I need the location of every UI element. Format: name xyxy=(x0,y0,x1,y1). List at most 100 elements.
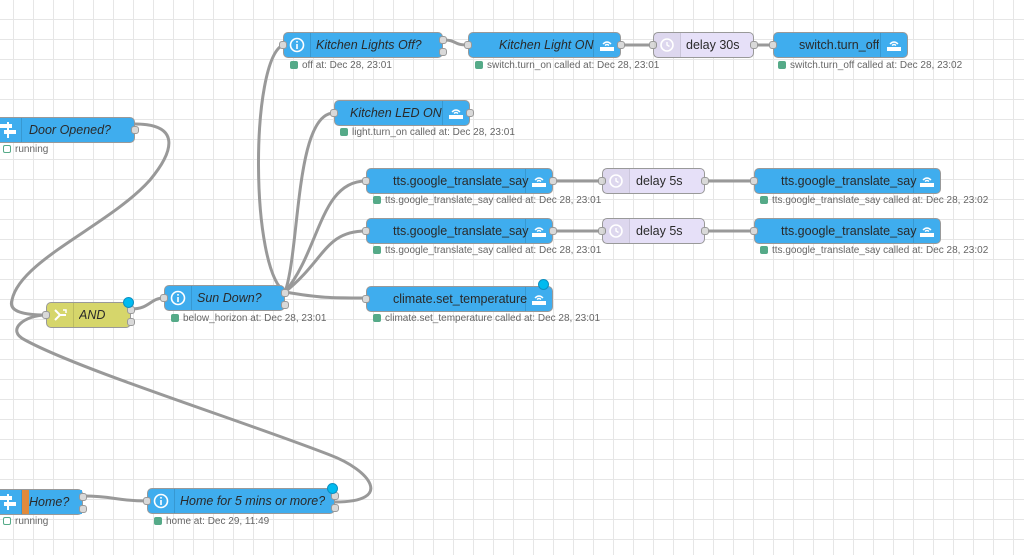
node-label: Home for 5 mins or more? xyxy=(180,494,326,508)
output-port-2[interactable] xyxy=(331,504,339,512)
node-label: tts.google_translate_say xyxy=(781,174,917,188)
tts-say-status-2: tts.google_translate_say called at: Dec … xyxy=(760,195,988,207)
switch-turn-off-node[interactable]: switch.turn_off xyxy=(769,32,908,58)
info-icon xyxy=(284,33,311,57)
kitchen-led-on-node[interactable]: Kitchen LED ON xyxy=(330,100,474,126)
input-port[interactable] xyxy=(362,227,370,235)
wifi-router-icon xyxy=(442,101,469,125)
output-port-1[interactable] xyxy=(79,493,87,501)
info-icon xyxy=(148,489,175,513)
timer-icon xyxy=(603,169,630,193)
output-port[interactable] xyxy=(549,177,557,185)
switch-icon xyxy=(47,303,74,327)
wifi-router-icon xyxy=(525,219,552,243)
wire-door-to-and xyxy=(9,122,171,317)
climate-set-temperature-node[interactable]: climate.set_temperature xyxy=(362,279,553,312)
wire-sundown-to-tts3 xyxy=(284,229,367,294)
node-label: Sun Down? xyxy=(197,291,262,305)
sun-down-node[interactable]: Sun Down? xyxy=(160,285,289,311)
input-port[interactable] xyxy=(143,497,151,505)
kitchen-light-on-status: switch.turn_on called at: Dec 28, 23:01 xyxy=(475,60,659,72)
output-port[interactable] xyxy=(549,227,557,235)
node-label: switch.turn_off xyxy=(799,38,880,52)
node-label: delay 5s xyxy=(636,224,683,238)
input-port[interactable] xyxy=(160,294,168,302)
node-label: Kitchen Lights Off? xyxy=(316,38,422,52)
wifi-router-icon xyxy=(593,33,620,57)
node-label: Home? xyxy=(29,490,82,514)
node-label: Kitchen LED ON xyxy=(350,106,442,120)
output-port[interactable] xyxy=(701,177,709,185)
wire-home5-to-and xyxy=(15,313,373,504)
input-port[interactable] xyxy=(362,295,370,303)
changed-indicator xyxy=(123,297,134,308)
output-port[interactable] xyxy=(617,41,625,49)
switch-turn-off-status: switch.turn_off called at: Dec 28, 23:02 xyxy=(778,60,962,72)
output-port-2[interactable] xyxy=(439,48,447,56)
tts-say-node-2[interactable]: tts.google_translate_say xyxy=(750,168,941,194)
node-label: Door Opened? xyxy=(29,123,112,137)
delay-5s-node-2[interactable]: delay 5s xyxy=(598,218,709,244)
door-opened-node[interactable]: Door Opened? xyxy=(0,117,139,143)
tts-say-status-4: tts.google_translate_say called at: Dec … xyxy=(760,245,988,257)
tts-say-node-3[interactable]: tts.google_translate_say xyxy=(362,218,557,244)
input-port[interactable] xyxy=(42,311,50,319)
output-port[interactable] xyxy=(750,41,758,49)
node-label: tts.google_translate_say xyxy=(781,224,917,238)
changed-indicator xyxy=(538,279,549,290)
delay-30s-node[interactable]: delay 30s xyxy=(649,32,758,58)
home-node[interactable]: Home? xyxy=(0,489,87,515)
node-label: delay 5s xyxy=(636,174,683,188)
input-port[interactable] xyxy=(598,227,606,235)
signpost-icon xyxy=(0,490,22,514)
tts-say-node-1[interactable]: tts.google_translate_say xyxy=(362,168,557,194)
home-5mins-status: home at: Dec 29, 11:49 xyxy=(154,516,269,528)
wire-sundown-to-climate xyxy=(284,290,367,300)
kitchen-light-on-node[interactable]: Kitchen Light ON xyxy=(464,32,625,58)
node-label: climate.set_temperature xyxy=(393,292,528,306)
input-port[interactable] xyxy=(769,41,777,49)
input-port[interactable] xyxy=(750,177,758,185)
info-icon xyxy=(165,286,192,310)
sun-down-status: below_horizon at: Dec 28, 23:01 xyxy=(171,313,326,325)
input-port[interactable] xyxy=(279,41,287,49)
output-port-1[interactable] xyxy=(439,36,447,44)
wire-sundown-to-klo xyxy=(257,43,286,294)
tts-say-status-1: tts.google_translate_say called at: Dec … xyxy=(373,195,601,207)
node-label: tts.google_translate_say xyxy=(393,174,529,188)
output-port[interactable] xyxy=(701,227,709,235)
tts-say-status-3: tts.google_translate_say called at: Dec … xyxy=(373,245,601,257)
wire-sundown-to-tts1 xyxy=(283,179,367,293)
input-port[interactable] xyxy=(464,41,472,49)
node-label: AND xyxy=(79,308,106,322)
wifi-router-icon xyxy=(525,169,552,193)
wifi-router-icon xyxy=(880,33,907,57)
delay-5s-node-1[interactable]: delay 5s xyxy=(598,168,709,194)
output-port-2[interactable] xyxy=(127,318,135,326)
output-port-2[interactable] xyxy=(281,301,289,309)
wire-and-to-sundown xyxy=(130,296,165,311)
input-port[interactable] xyxy=(649,41,657,49)
output-port-2[interactable] xyxy=(79,505,87,513)
output-port-1[interactable] xyxy=(281,289,289,297)
and-gate-node[interactable]: AND xyxy=(42,297,135,328)
kitchen-lights-off-status: off at: Dec 28, 23:01 xyxy=(290,60,392,72)
node-label: delay 30s xyxy=(686,38,740,52)
signpost-icon xyxy=(0,118,22,142)
kitchen-led-on-status: light.turn_on called at: Dec 28, 23:01 xyxy=(340,127,515,139)
timer-icon xyxy=(654,33,681,57)
home-5mins-node[interactable]: Home for 5 mins or more? xyxy=(143,483,339,514)
wire-sundown-to-led xyxy=(283,111,335,293)
input-port[interactable] xyxy=(750,227,758,235)
wifi-router-icon xyxy=(525,287,552,311)
input-port[interactable] xyxy=(362,177,370,185)
output-port[interactable] xyxy=(131,126,139,134)
kitchen-lights-off-node[interactable]: Kitchen Lights Off? xyxy=(279,32,447,58)
input-port[interactable] xyxy=(598,177,606,185)
output-port[interactable] xyxy=(466,109,474,117)
climate-status: climate.set_temperature called at: Dec 2… xyxy=(373,313,600,325)
tts-say-node-4[interactable]: tts.google_translate_say xyxy=(750,218,941,244)
node-label: Kitchen Light ON xyxy=(499,38,594,52)
input-port[interactable] xyxy=(330,109,338,117)
